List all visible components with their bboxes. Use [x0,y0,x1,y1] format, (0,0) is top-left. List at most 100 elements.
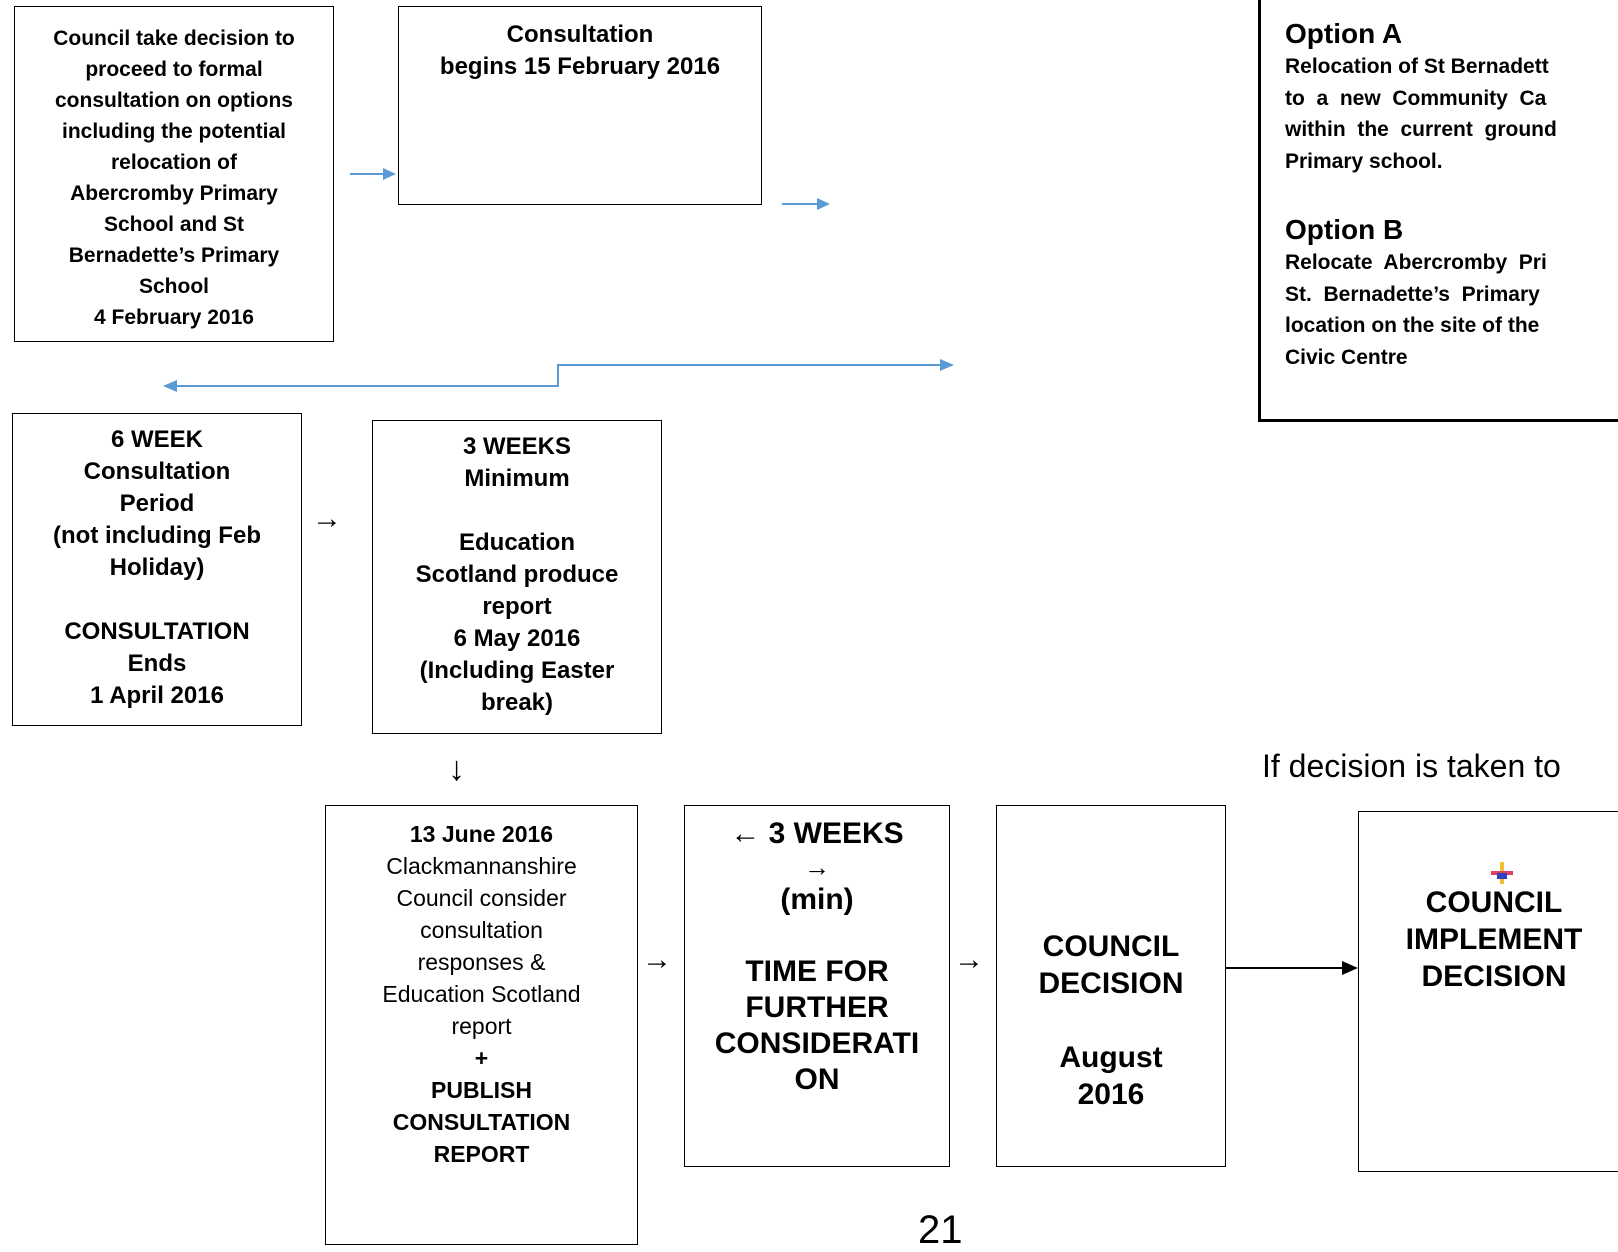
step-education-scotland-report-box: 3 WEEKS Minimum Education Scotland produ… [372,420,662,734]
text-line: location on the site of the [1285,314,1540,337]
text-line: Abercromby Primary [70,182,278,205]
text-line: Consultation [83,458,231,485]
option-b: Option B Relocate Abercromby Pri St. Ber… [1285,213,1618,373]
text-line: IMPLEMENT [1405,923,1583,956]
text-line: to a new Community Ca [1285,86,1547,110]
text-line: Consultation [506,21,654,48]
text-line: CONSULTATION [64,618,250,645]
step-council-consider-box: 13 June 2016 Clackmannanshire Council co… [325,805,638,1245]
text-line: Relocate Abercromby Pri [1285,251,1547,274]
text-line: 6 May 2016 [453,625,581,652]
option-a-title: Option A [1285,18,1403,49]
arrow-box4-down: ↓ [448,750,465,788]
text-line: August [1059,1041,1163,1074]
text-line: Scotland produce [415,561,619,588]
step-education-scotland-report-text: 3 WEEKS Minimum Education Scotland produ… [373,421,661,719]
option-b-description: Relocate Abercromby Pri St. Bernadette’s… [1285,247,1618,373]
text-line: → [804,852,830,882]
step-further-consideration-text: ← 3 WEEKS → (min) TIME FOR FURTHER CONSI… [685,806,949,1098]
blue-arrow-box1-to-box2 [350,168,396,180]
text-line: Civic Centre [1285,345,1408,369]
text-line: TIME FOR [745,955,889,988]
options-box: Option A Relocation of St Bernadett to a… [1258,0,1618,422]
step-council-decision-august-box: COUNCIL DECISION August 2016 [996,805,1226,1167]
consider-date: 13 June 2016 [409,821,554,847]
text-line: begins 15 February 2016 [439,53,721,80]
black-arrow-box7-to-box8 [1226,961,1358,975]
step-six-week-consultation-text: 6 WEEK Consultation Period (not includin… [13,414,301,712]
step-consultation-begins-text: Consultation begins 15 February 2016 [399,7,761,83]
text-line: Ends [127,650,187,677]
text-line: Council take decision to [53,27,295,50]
option-a-description: Relocation of St Bernadett to a new Comm… [1285,51,1618,177]
text-line: Clackmannanshire [386,853,577,879]
text-line [373,495,661,527]
text-line: 3 WEEKS [462,433,572,460]
text-line: (Including Easter [419,657,615,684]
text-line: (min) [780,883,854,916]
text-line: PUBLISH [431,1077,532,1103]
text-line: (not including Feb [53,522,261,549]
blue-elbow-connector [163,359,954,392]
text-line: CONSIDERATI [714,1027,920,1060]
text-line: FURTHER [745,991,889,1024]
text-line: Relocation of St Bernadett [1285,55,1549,78]
step-council-consider-text: 13 June 2016 Clackmannanshire Council co… [326,806,637,1170]
spacer [685,918,949,954]
text-line: DECISION [1038,967,1184,1000]
text-line: relocation of [110,151,237,174]
text-line: Period [119,490,195,517]
option-a: Option A Relocation of St Bernadett to a… [1285,17,1618,177]
step-council-decision-text: Council take decision to proceed to form… [15,7,333,333]
plus-sign: + [474,1045,489,1071]
text-line: School [138,275,209,298]
step-further-consideration-box: ← 3 WEEKS → (min) TIME FOR FURTHER CONSI… [684,805,950,1167]
text-line [13,584,301,616]
decision-note: If decision is taken to [1262,748,1561,784]
text-line: Holiday) [109,554,205,581]
step-council-decision-box: Council take decision to proceed to form… [14,6,334,342]
text-line: Minimum [464,465,570,492]
text-line: DECISION [1421,960,1567,993]
text-line: Education Scotland [382,981,581,1007]
text-line: including the potential [62,120,286,143]
text-line: Primary school. [1285,149,1443,173]
step-consultation-begins-box: Consultation begins 15 February 2016 [398,6,762,205]
arrow-box6-to-box7: → [954,943,984,976]
text-line: Council consider [396,885,567,911]
plus-marker-icon [1491,862,1513,884]
text-line: REPORT [433,1141,530,1167]
step-six-week-consultation-box: 6 WEEK Consultation Period (not includin… [12,413,302,726]
text-line: St. Bernadette’s Primary [1285,282,1546,306]
text-line: proceed to formal [85,58,263,81]
text-line: ON [794,1063,840,1096]
text-line: 4 February 2016 [94,306,254,329]
step-council-implement-box: COUNCIL IMPLEMENT DECISION [1358,811,1618,1172]
text-line: within the current ground [1285,118,1557,141]
text-line: ← 3 WEEKS [730,817,904,850]
arrow-box5-to-box6: → [642,943,672,976]
text-line: break) [480,689,554,716]
text-line [997,1002,1225,1039]
page-number: 21 [918,1208,963,1252]
step-council-implement-text: COUNCIL IMPLEMENT DECISION [1359,884,1618,995]
text-line: CONSULTATION [392,1109,571,1135]
text-line: consultation on options [55,89,293,112]
text-line: 6 WEEK [110,426,203,453]
text-line: 2016 [1077,1078,1145,1111]
text-line: responses & [417,949,546,975]
arrow-box3-to-box4: → [312,502,342,535]
text-line: 1 April 2016 [90,682,224,709]
text-line: report [482,593,552,620]
text-line: Bernadette’s Primary [68,244,280,267]
text-line: report [451,1013,512,1039]
step-council-decision-august-text: COUNCIL DECISION August 2016 [997,806,1225,1113]
option-b-title: Option B [1285,214,1404,245]
text-line: COUNCIL [1425,886,1563,919]
text-line: Education [458,529,575,556]
blue-arrow-box2-right [782,198,830,210]
text-line: School and St [103,213,244,236]
text-line: COUNCIL [1042,930,1180,963]
text-line: consultation [420,917,543,943]
